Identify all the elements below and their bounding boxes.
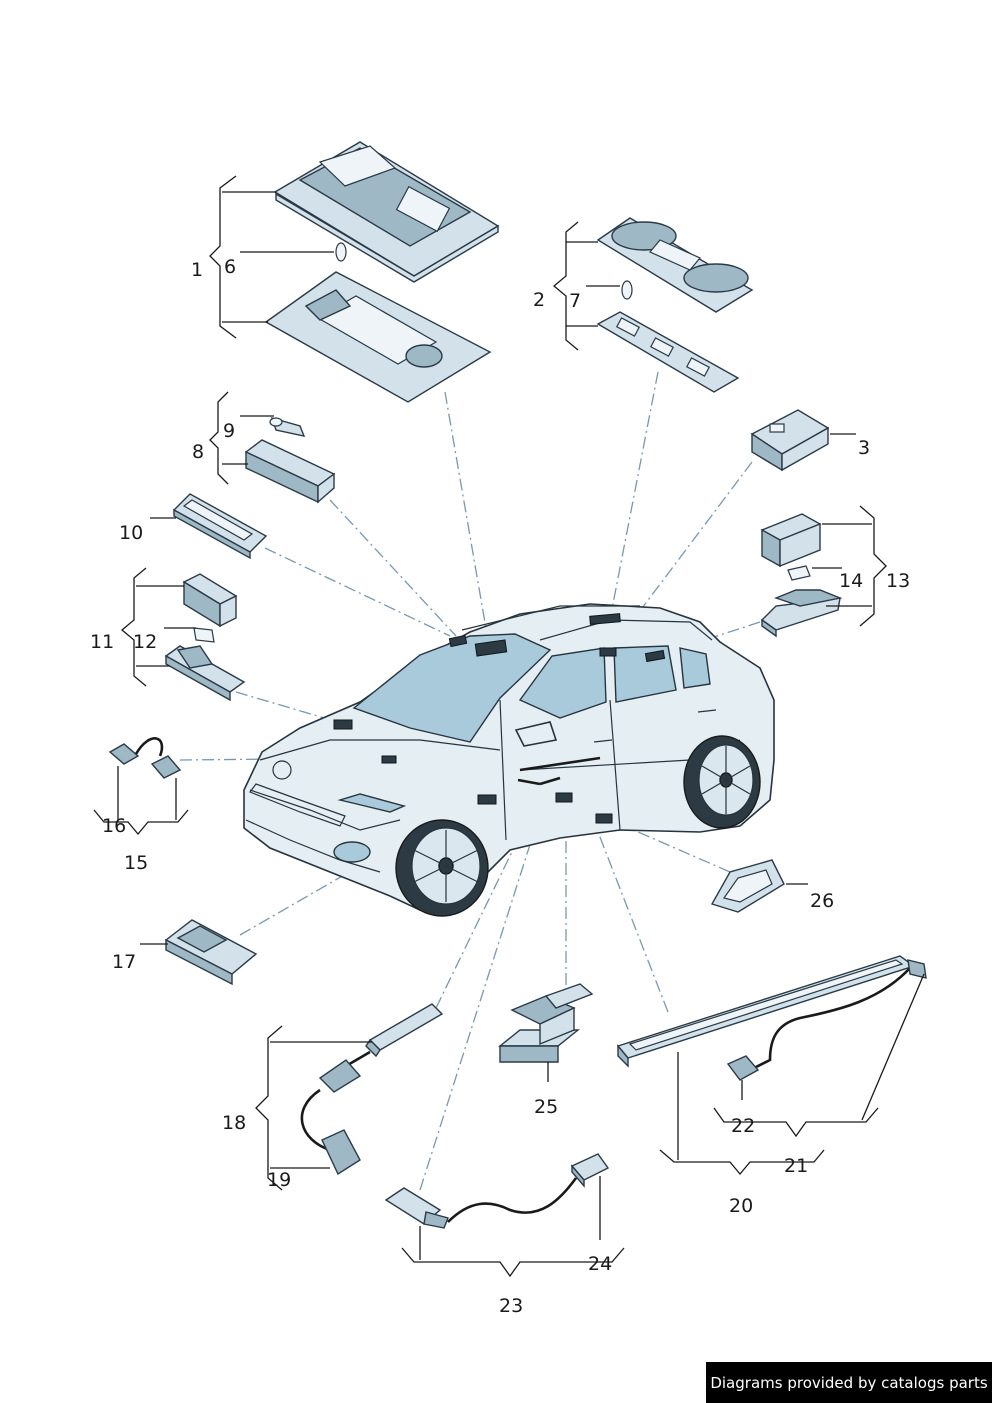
part-10-lamp (172, 493, 268, 560)
part-25-lamp (498, 983, 594, 1063)
callout-1: 1 (191, 259, 203, 281)
callout-8: 8 (192, 441, 204, 463)
callout-23: 23 (499, 1295, 523, 1317)
callout-2: 2 (533, 289, 545, 311)
callout-11: 11 (90, 631, 114, 653)
part-8-lamp (244, 416, 336, 504)
credit-text: Diagrams provided by catalogs parts (710, 1373, 988, 1392)
callout-19: 19 (267, 1169, 291, 1191)
part-26-lamp (710, 859, 785, 913)
credit-badge: Diagrams provided by catalogs parts (706, 1362, 992, 1403)
callout-22: 22 (731, 1115, 755, 1137)
callout-21: 21 (784, 1155, 808, 1177)
part-15-cable (108, 737, 182, 779)
callout-14: 14 (839, 570, 863, 592)
callout-6: 6 (224, 256, 236, 278)
callout-24: 24 (588, 1253, 612, 1275)
callout-15: 15 (124, 852, 148, 874)
callout-10: 10 (119, 522, 143, 544)
leader-lines (93, 175, 925, 1278)
callout-7: 7 (569, 290, 581, 312)
vehicle-illustration (243, 603, 775, 917)
callout-17: 17 (112, 951, 136, 973)
callout-labels: 1 2 3 6 7 8 9 10 11 12 13 14 15 16 17 18… (90, 256, 910, 1317)
part-11-lamp (164, 573, 246, 702)
callout-25: 25 (534, 1096, 558, 1118)
callout-12: 12 (133, 631, 157, 653)
callout-18: 18 (222, 1112, 246, 1134)
part-18-harness (300, 1003, 444, 1176)
part-17-lamp (164, 919, 258, 986)
part-20-sill-strip (616, 955, 927, 1081)
part-rear-interior-light (596, 217, 754, 393)
part-13-lamp (760, 513, 843, 638)
part-23-harness (384, 1153, 610, 1229)
callout-26: 26 (810, 890, 834, 912)
part-front-interior-light (264, 141, 500, 403)
callout-3: 3 (858, 437, 870, 459)
callout-9: 9 (223, 420, 235, 442)
callout-20: 20 (729, 1195, 753, 1217)
callout-13: 13 (886, 570, 910, 592)
callout-16: 16 (102, 815, 126, 837)
part-3-lamp (750, 409, 830, 472)
